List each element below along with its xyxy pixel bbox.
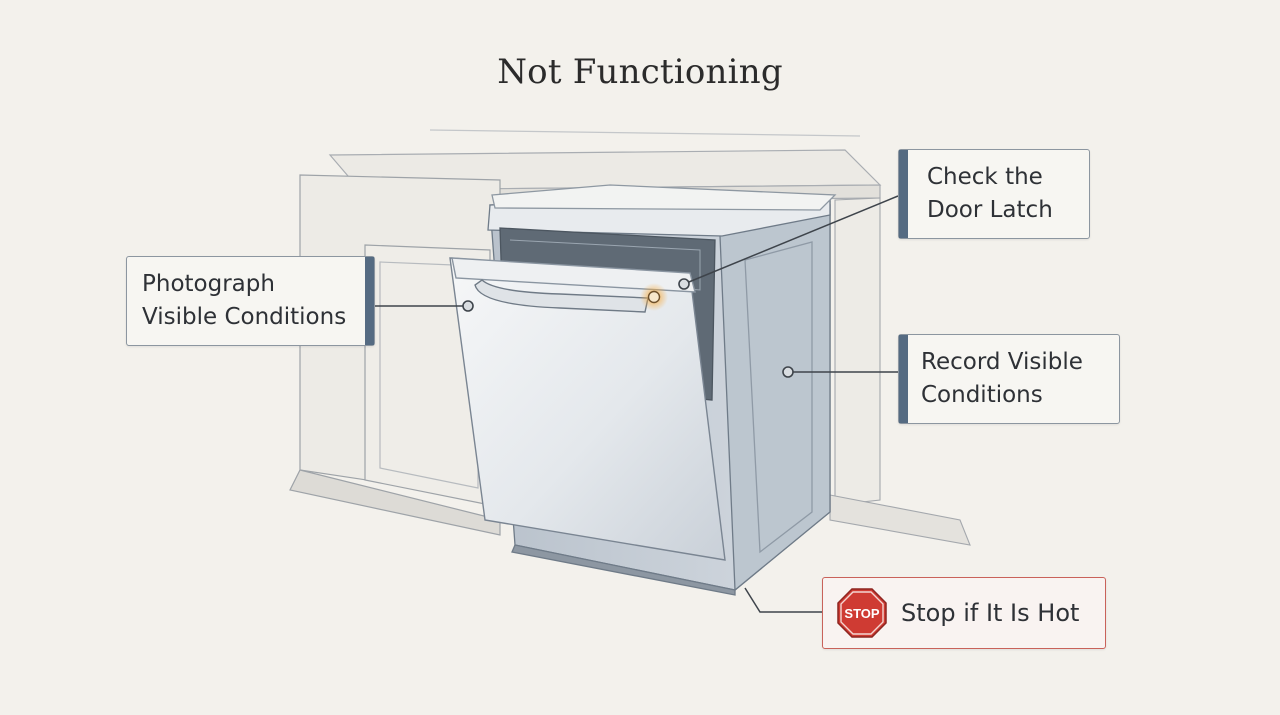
- dishwasher-door: [449, 257, 726, 561]
- right-cabinet: [829, 197, 971, 546]
- callout-line-1: Record Visible: [921, 349, 1083, 375]
- callout-line-2: Door Latch: [927, 197, 1053, 223]
- anchor-points: [462, 278, 794, 378]
- accent-bar: [899, 335, 908, 423]
- callout-check-door-latch: Check the Door Latch: [898, 149, 1090, 239]
- accent-bar: [899, 150, 908, 238]
- page-title: Not Functioning: [497, 52, 783, 92]
- callout-line-2: Visible Conditions: [142, 304, 347, 330]
- callout-line-1: Check the: [927, 164, 1043, 190]
- callout-photograph-visible-conditions: Photograph Visible Conditions: [126, 256, 375, 346]
- leader-lines: [375, 195, 899, 613]
- stop-sign-text: STOP: [844, 606, 879, 621]
- stop-label: Stop if It Is Hot: [901, 598, 1080, 627]
- stop-sign-icon: STOP: [837, 588, 887, 638]
- callout-line-2: Conditions: [921, 382, 1043, 408]
- accent-bar: [365, 257, 374, 345]
- callout-line-1: Photograph: [142, 271, 275, 297]
- callout-record-visible-conditions: Record Visible Conditions: [898, 334, 1120, 424]
- callout-stop-if-hot: STOP Stop if It Is Hot: [822, 577, 1106, 649]
